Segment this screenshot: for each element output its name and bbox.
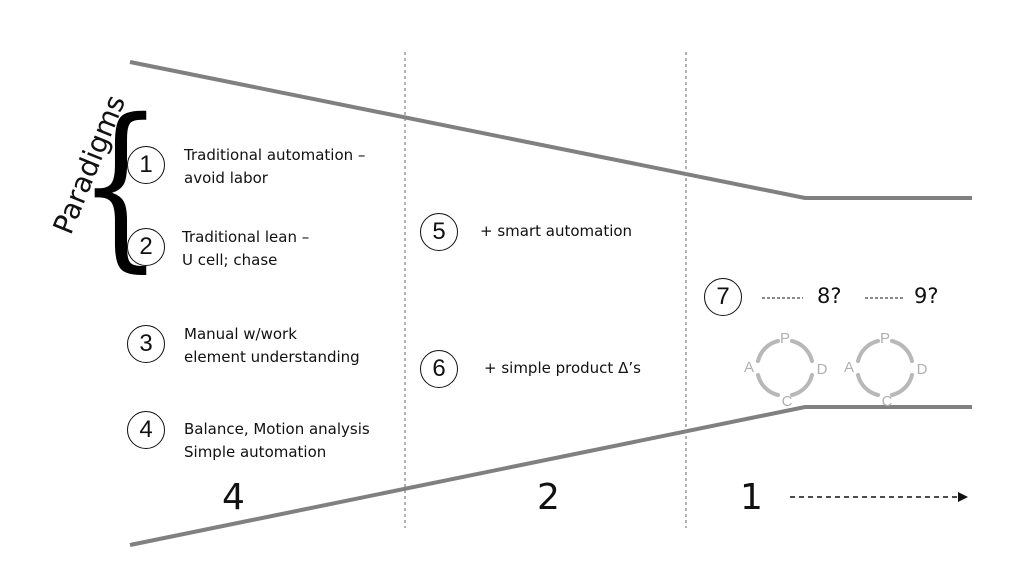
pdca-a-label: A: [844, 359, 854, 376]
item-4-label-line1: Balance, Motion analysis: [184, 420, 370, 438]
item-4-number: 4: [127, 411, 165, 449]
item-3-number: 3: [127, 325, 165, 363]
funnel-top-line: [129, 60, 972, 200]
item-2-number: 2: [127, 228, 165, 266]
item-5-label: + smart automation: [480, 222, 633, 240]
pdca-cycle-1: P D C A: [744, 330, 828, 410]
item-3-label-line1: Manual w/work: [184, 325, 297, 343]
pdca-c-label: C: [782, 393, 793, 410]
pdca-a-label: A: [744, 359, 754, 376]
item-3-label-line2: element understanding: [184, 348, 360, 366]
pdca-c-label: C: [882, 393, 893, 410]
pdca-p-label: P: [780, 330, 790, 347]
item-7-number: 7: [704, 278, 742, 316]
pdca-d-label: D: [817, 361, 828, 378]
item-1-label-line2: avoid labor: [184, 169, 268, 187]
item-5-number: 5: [420, 213, 458, 251]
item-4-label-line2: Simple automation: [184, 443, 327, 461]
item-8-question: 8?: [817, 284, 842, 308]
pdca-p-label: P: [880, 330, 890, 347]
item-2-label-line1: Traditional lean –: [182, 228, 310, 246]
section-count-1: 4: [222, 477, 245, 518]
item-6-label: + simple product Δ’s: [484, 359, 641, 377]
item-2-label-line2: U cell; chase: [182, 251, 278, 269]
progress-arrow-head: [958, 492, 968, 502]
section-count-2: 2: [537, 477, 560, 518]
pdca-cycle-2: P D C A: [844, 330, 928, 410]
item-1-label-line1: Traditional automation –: [184, 146, 366, 164]
item-1-number: 1: [127, 146, 165, 184]
pdca-d-label: D: [917, 361, 928, 378]
section-count-3: 1: [740, 477, 763, 518]
item-6-number: 6: [420, 350, 458, 388]
funnel-bottom-line: [129, 405, 972, 547]
item-9-question: 9?: [914, 284, 939, 308]
